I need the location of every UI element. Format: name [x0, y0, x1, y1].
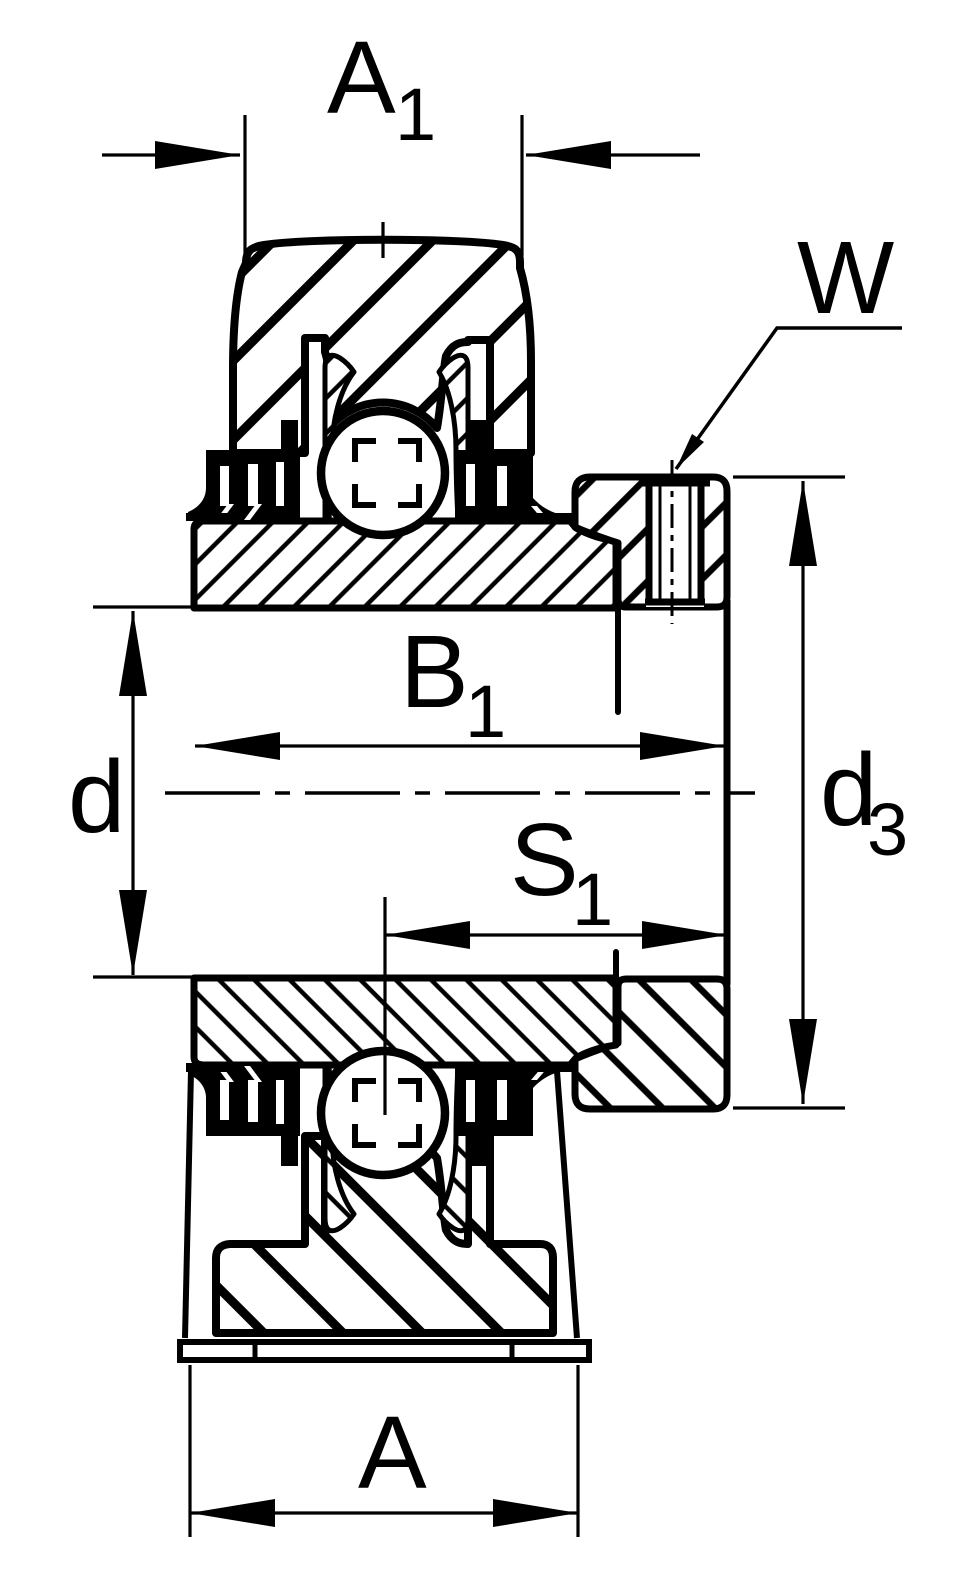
set-screw-bore	[646, 471, 704, 607]
arrowhead	[119, 890, 147, 975]
arrowhead	[195, 732, 280, 760]
arrowhead	[640, 732, 725, 760]
dim-label-b1: B1	[400, 614, 506, 753]
arrowhead	[789, 1019, 817, 1104]
arrowhead	[789, 481, 817, 566]
arrowhead	[385, 921, 470, 949]
cage-dashed-square	[352, 1078, 422, 1148]
arrowhead	[676, 434, 704, 469]
dim-label-a1: A1	[327, 20, 436, 156]
base-strip	[177, 1339, 592, 1363]
ball-top	[316, 406, 450, 540]
cage-dashed-square	[352, 438, 422, 508]
dim-label-s1: S1	[510, 802, 613, 941]
dimension-w	[674, 326, 902, 471]
bottom-cover-cup	[177, 513, 592, 1363]
dim-label-d: d	[68, 739, 125, 854]
arrowhead	[119, 611, 147, 696]
arrowhead	[493, 1499, 578, 1527]
dimension-d3	[733, 475, 845, 1110]
arrowhead	[155, 141, 240, 169]
inner-ring-bottom-section	[190, 974, 620, 1069]
seal-bottom-left	[188, 1066, 300, 1166]
arrowhead	[190, 1499, 275, 1527]
arrowhead	[642, 921, 727, 949]
ball-bottom	[316, 1046, 450, 1180]
locking-collar-top-section	[571, 460, 731, 624]
dim-label-d3: d3	[820, 732, 908, 871]
dim-label-w: W	[797, 220, 894, 335]
dim-label-a: A	[358, 1395, 427, 1510]
arrowhead	[526, 141, 611, 169]
